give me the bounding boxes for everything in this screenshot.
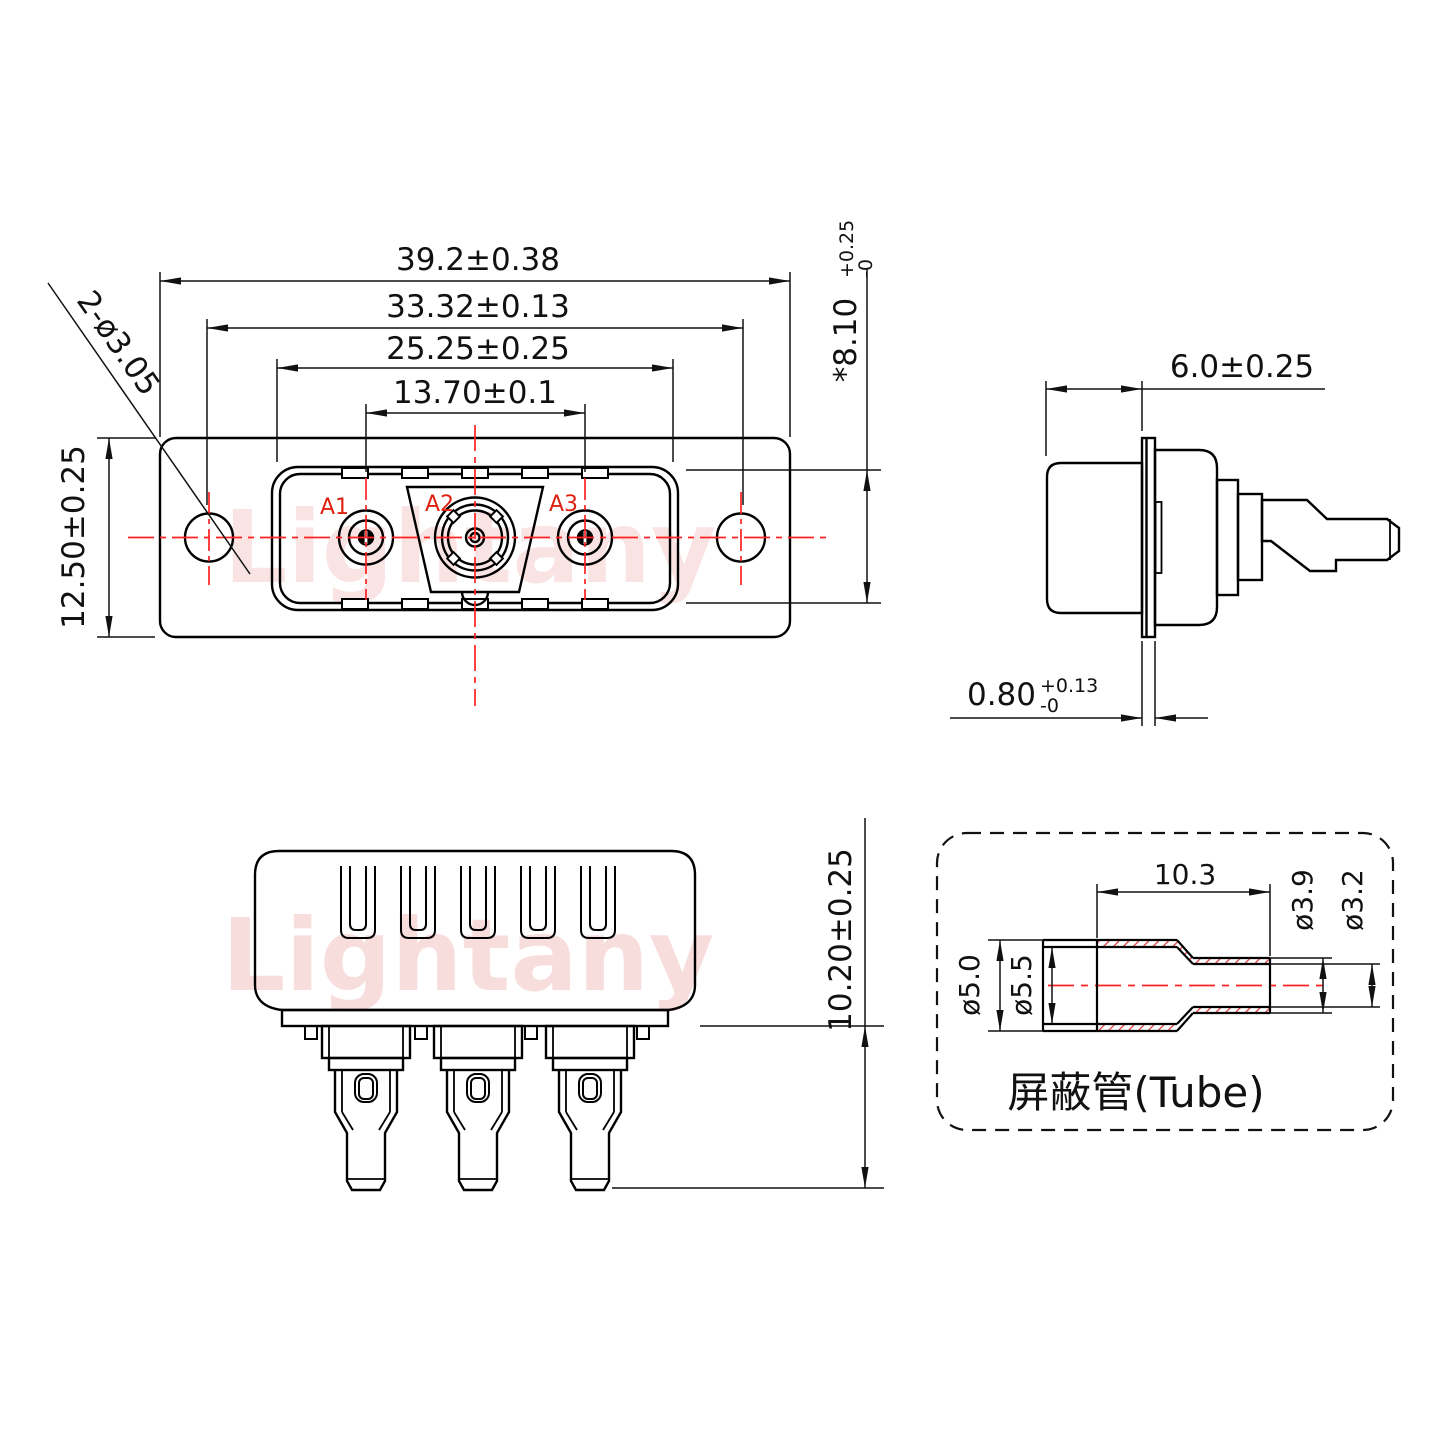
- dim-flange-minus: -0: [1040, 695, 1059, 717]
- label-a3: A3: [549, 492, 578, 517]
- dim-large-od: ø5.0: [953, 954, 986, 1016]
- dim-flange-main: 0.80: [967, 677, 1036, 713]
- watermark-text: Lightany: [222, 897, 714, 1014]
- tube-panel-title: 屏蔽管(Tube): [1007, 1068, 1264, 1117]
- side-view-dim-texts: 6.0±0.25 0.80 +0.13 -0: [967, 349, 1314, 717]
- watermark-rear: Lightany: [222, 897, 714, 1014]
- watermark-front: Lightany: [224, 489, 716, 606]
- dim-shrink-length: 10.3: [1154, 858, 1216, 891]
- side-contact-step2: [1236, 492, 1264, 582]
- side-contact-step1: [1215, 478, 1240, 597]
- side-front-shell: [1153, 448, 1219, 627]
- label-a2: A2: [425, 492, 454, 517]
- dim-shell-height-main: *8.10: [828, 298, 864, 383]
- dim-flange-plus: +0.13: [1040, 675, 1098, 697]
- front-view-contact-labels: A1 A2 A3: [320, 492, 578, 520]
- dim-plate-height: 12.50±0.25: [56, 445, 92, 629]
- front-view-dimensions: [47, 268, 881, 638]
- dim-total-width: 39.2±0.38: [396, 242, 560, 278]
- dim-small-id: ø3.2: [1336, 869, 1369, 931]
- dim-hole-spacing: 33.32±0.13: [386, 289, 570, 325]
- rear-view-dimensions: [612, 818, 884, 1189]
- tube-panel-dashed-border: [935, 831, 1395, 1132]
- side-solder-pin: [1260, 498, 1401, 573]
- side-flange: [1140, 436, 1157, 639]
- tube-outline: [1041, 938, 1272, 1033]
- side-view-dimensions: [950, 381, 1325, 726]
- tube-dimensions: [988, 884, 1380, 1032]
- terminal-a1: [320, 1024, 412, 1192]
- dim-large-id: ø5.5: [1005, 954, 1038, 1016]
- dim-shell-width: 25.25±0.25: [386, 331, 570, 367]
- rear-cap-slots: [340, 866, 616, 939]
- label-a1: A1: [320, 495, 349, 520]
- side-view: [1045, 436, 1401, 639]
- dim-contact-spacing: 13.70±0.1: [393, 375, 557, 411]
- rear-terminals: [320, 1024, 636, 1192]
- watermark-text: Lightany: [224, 489, 716, 606]
- rear-cap-outline: [253, 849, 697, 1012]
- tube-panel: 10.3 ø5.0 ø5.5 ø3.9 ø3.2 屏蔽管(Tube): [935, 831, 1395, 1132]
- dim-body-depth: 6.0±0.25: [1170, 349, 1314, 385]
- dim-small-od: ø3.9: [1286, 869, 1319, 931]
- dim-shell-height-minus: -0: [855, 259, 877, 278]
- rear-locating-ears: [304, 1025, 650, 1040]
- terminal-a3: [544, 1024, 636, 1192]
- rear-view: [253, 849, 697, 1192]
- front-view-centerlines: [128, 425, 830, 706]
- side-body: [1045, 461, 1144, 615]
- a2-insert-trapezoid: [405, 485, 545, 607]
- dim-shell-height: *8.10 +0.25 -0: [828, 220, 877, 383]
- dim-flange-thickness: 0.80 +0.13 -0: [967, 675, 1098, 717]
- terminal-a2: [432, 1024, 524, 1192]
- dim-shell-height-plus: +0.25: [836, 220, 858, 278]
- dim-terminal-length: 10.20±0.25: [823, 848, 859, 1032]
